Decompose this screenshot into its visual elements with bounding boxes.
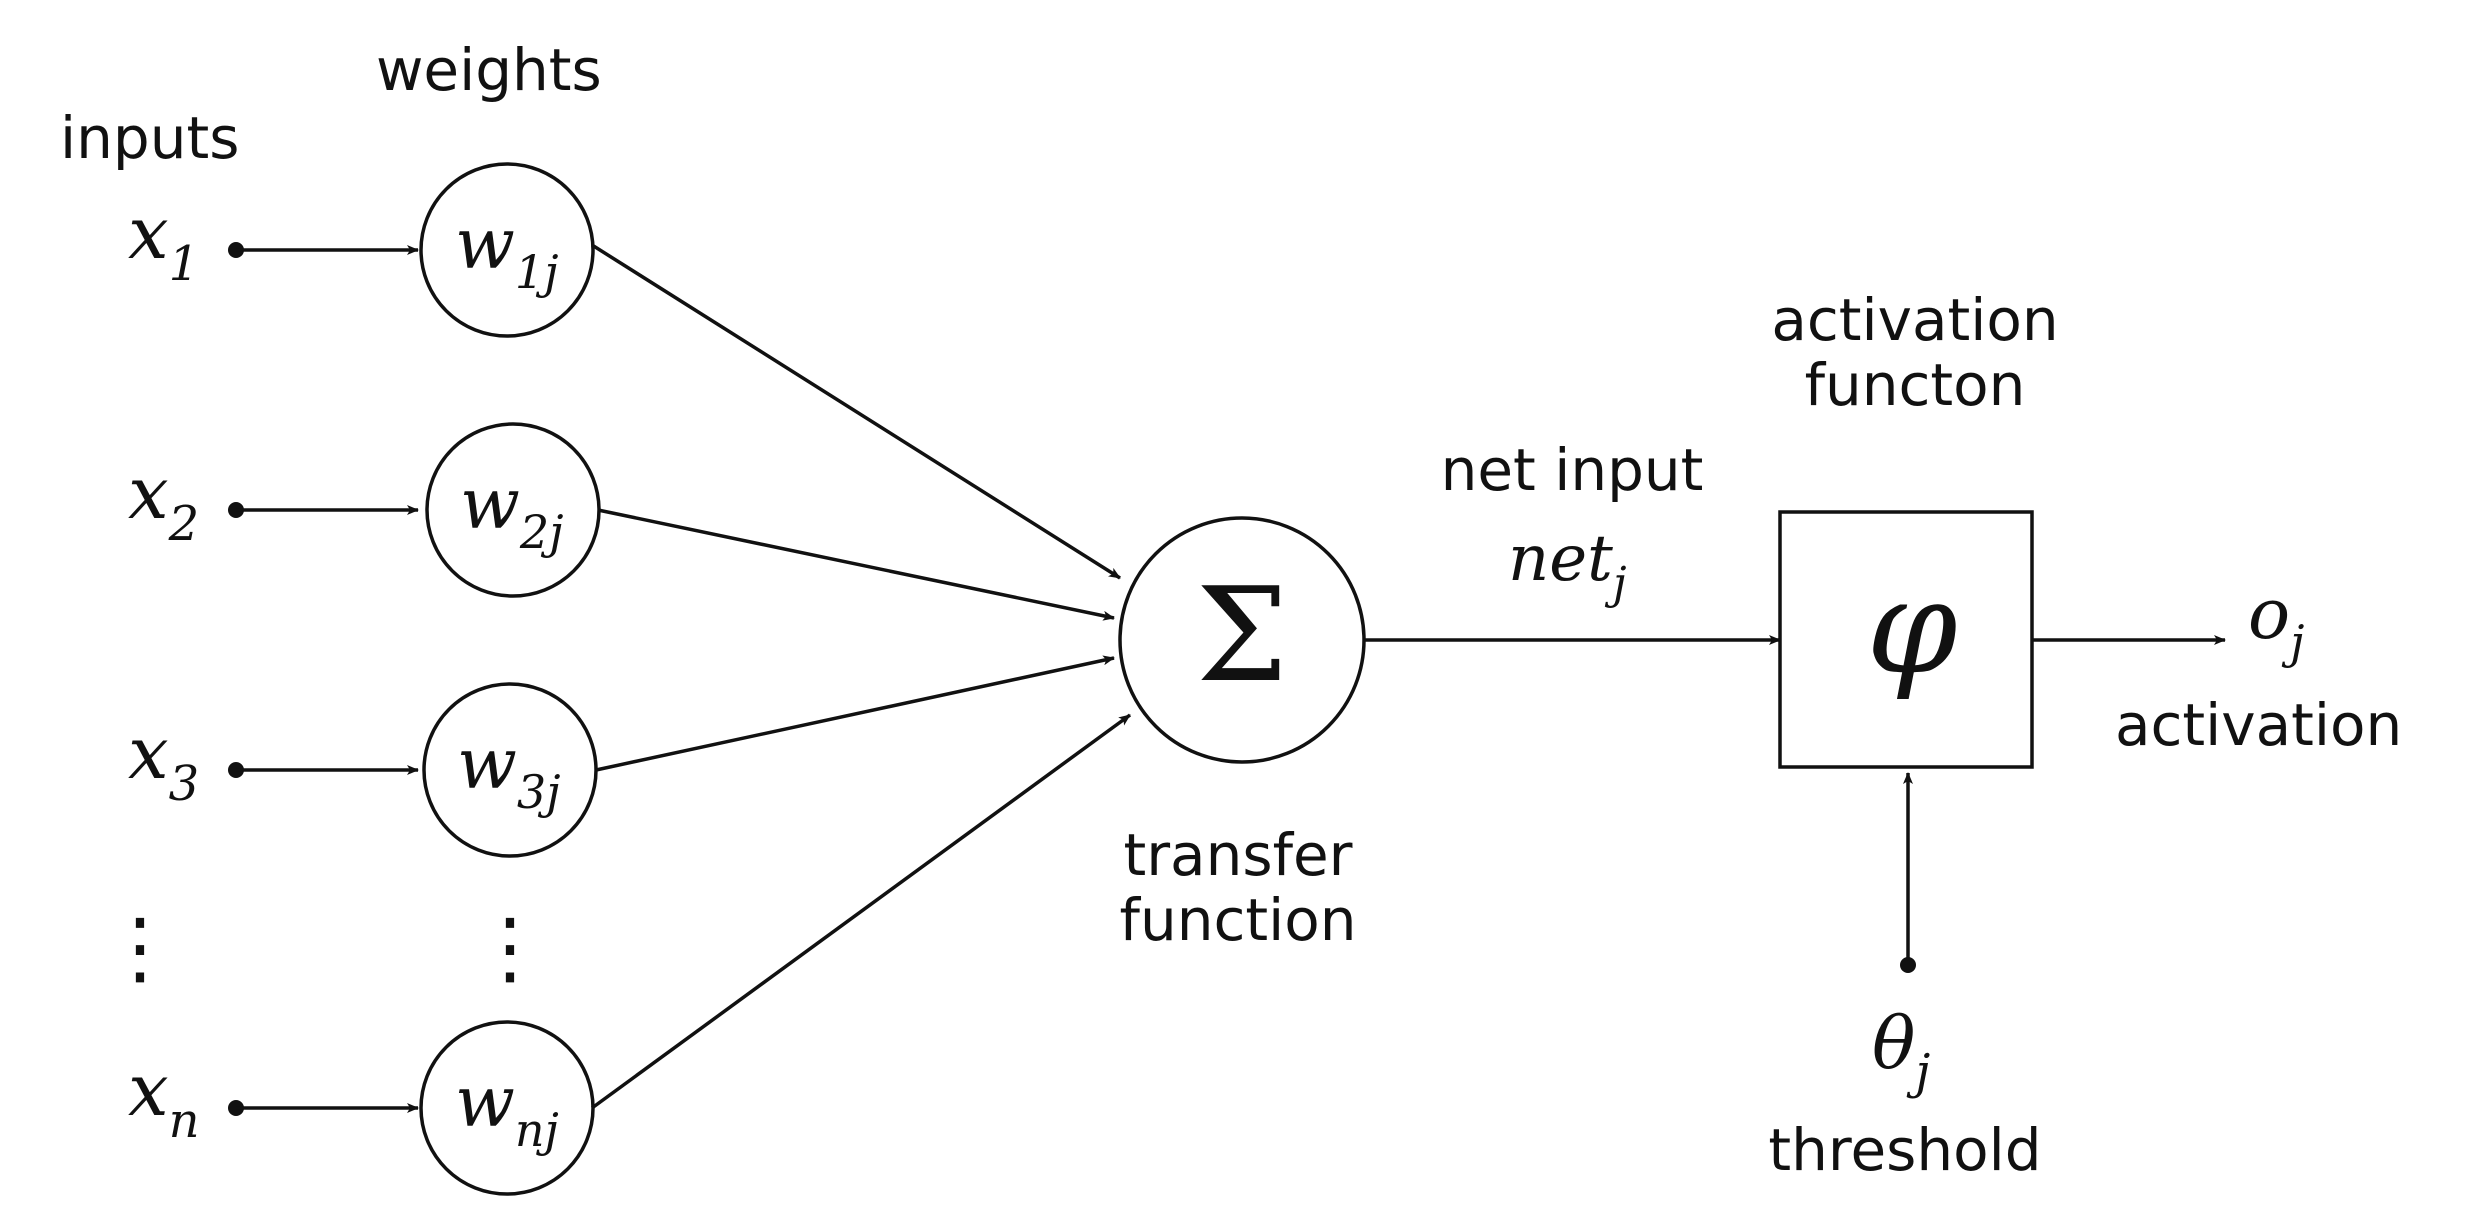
input-row-2: x2 w2j [128, 422, 601, 598]
weight-to-sum-arrow-2 [597, 508, 1115, 621]
net-j-label: netj [1508, 522, 1626, 609]
sigma-symbol: Σ [1196, 559, 1288, 711]
threshold-label: threshold [1768, 1116, 2041, 1184]
inputs-label: inputs [60, 104, 239, 172]
theta-j-label: θj [1872, 1001, 1930, 1100]
weights-ellipsis: ⋮ [470, 901, 550, 994]
input-x1-label: x1 [128, 191, 199, 292]
input-xn-label: xn [128, 1048, 200, 1149]
weight-w3j-label: w3j [457, 723, 560, 819]
weight-wnj-label: wnj [455, 1061, 559, 1157]
transfer-label-line1: transfer [1123, 821, 1352, 889]
inputs-ellipsis: ⋮ [100, 901, 180, 994]
output-oj-label: oj [2248, 573, 2304, 669]
phi-symbol: φ [1866, 551, 1957, 703]
transfer-function-node: Σ [1118, 516, 1366, 764]
weight-node [419, 162, 595, 338]
activation-function-node: φ [1778, 510, 2034, 769]
activation-function-label-line1: activation [1771, 286, 2058, 354]
input-x2-label: x2 [128, 451, 199, 552]
net-input-label: net input [1441, 436, 1704, 504]
activation-label: activation [2115, 691, 2402, 759]
transfer-label-line2: function [1120, 886, 1357, 954]
weight-to-sum-arrow-n [590, 713, 1132, 1110]
threshold-dot [1900, 957, 1916, 973]
activation-box [1778, 510, 2034, 769]
input-row-n: xn wnj [128, 1020, 595, 1196]
weights-label: weights [376, 36, 602, 104]
weight-w2j-label: w2j [460, 463, 563, 559]
activation-function-label-line2: functon [1805, 351, 2026, 419]
input-row-1: x1 w1j [128, 162, 595, 338]
weight-to-sum-arrow-3 [595, 655, 1115, 772]
input-x3-label: x3 [128, 711, 199, 812]
weight-to-sum-arrow-1 [591, 243, 1121, 580]
input-row-3: x3 w3j [128, 682, 598, 858]
weight-w1j-label: w1j [455, 203, 558, 299]
